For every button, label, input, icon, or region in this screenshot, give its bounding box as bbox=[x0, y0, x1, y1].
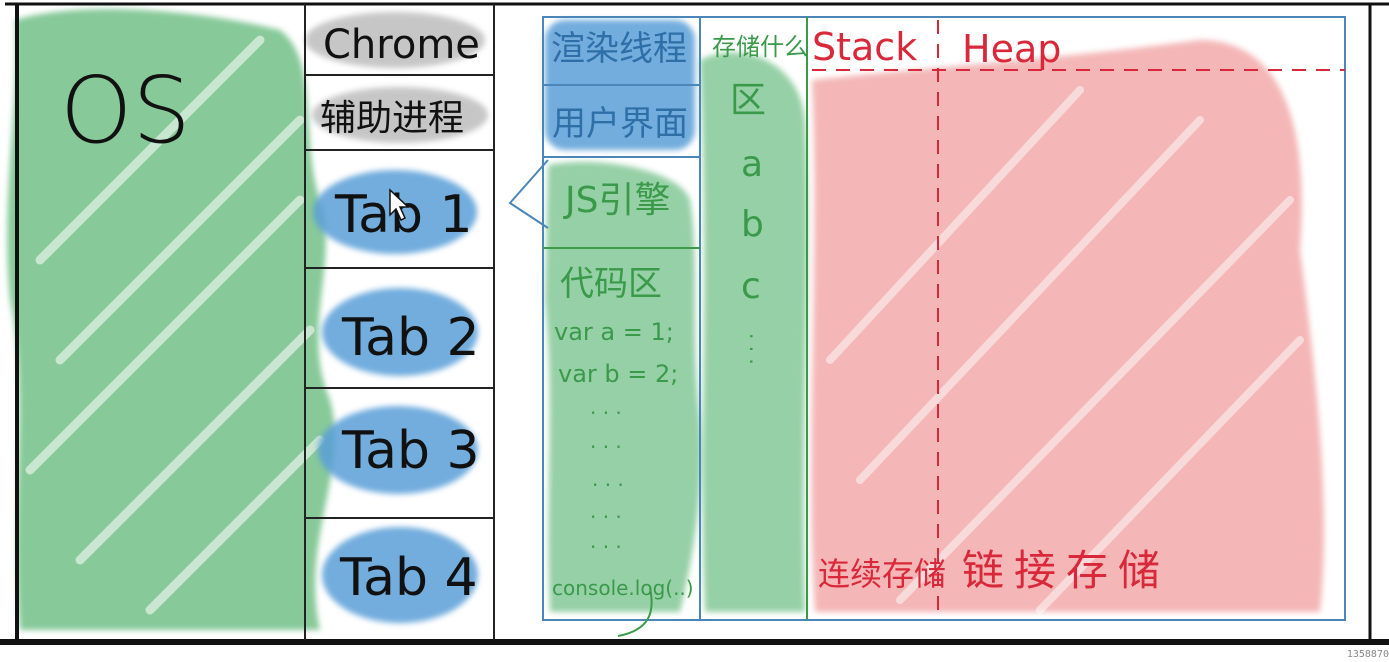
os-wash-streaks bbox=[25, 35, 325, 615]
tab-4-label[interactable]: Tab 4 bbox=[339, 548, 478, 608]
mouse-pointer-icon bbox=[389, 188, 410, 222]
browser-column-grid bbox=[304, 4, 495, 640]
variable-a: a bbox=[741, 144, 763, 185]
stack-storage-note: 连续存储 bbox=[818, 555, 946, 593]
code-line-2: var b = 2; bbox=[558, 360, 678, 388]
tab-blue-washes bbox=[313, 170, 478, 623]
console-log-label: console.log(..) bbox=[552, 576, 694, 600]
stack-label: Stack bbox=[812, 25, 917, 69]
memory-red-wash bbox=[811, 40, 1324, 612]
chrome-gray-wash bbox=[305, 12, 488, 143]
heap-storage-note: 链接存储 bbox=[962, 546, 1170, 595]
renderer-green-wash bbox=[545, 161, 701, 612]
renderer-process-box bbox=[542, 16, 1346, 621]
code-line-1: var a = 1; bbox=[554, 318, 674, 346]
variable-b: b bbox=[741, 204, 764, 245]
memory-wash-streaks bbox=[826, 86, 1304, 614]
os-label: OS bbox=[60, 57, 191, 164]
heap-label: Heap bbox=[962, 27, 1061, 71]
chrome-label: Chrome bbox=[323, 22, 480, 68]
variables-more: . . . bbox=[745, 333, 769, 365]
variables-green-wash bbox=[700, 52, 808, 612]
variable-c: c bbox=[741, 266, 761, 307]
code-line-7: . . . bbox=[590, 529, 622, 553]
js-engine-label: JS引擎 bbox=[563, 180, 670, 221]
stack-heap-dividers bbox=[812, 20, 1345, 620]
tab-2-label[interactable]: Tab 2 bbox=[341, 308, 480, 368]
code-area-label: 代码区 bbox=[560, 264, 662, 304]
outer-frame bbox=[0, 2, 1389, 645]
code-line-3: . . . bbox=[590, 395, 622, 419]
user-interface-label: 用户界面 bbox=[552, 104, 688, 144]
code-line-6: . . . bbox=[590, 499, 622, 523]
corner-id: 1358870 bbox=[1346, 649, 1389, 660]
green-dividers bbox=[543, 17, 808, 637]
variables-area-label: 区 bbox=[730, 80, 766, 121]
variables-title: 存储什么 bbox=[712, 33, 808, 61]
tab-3-label[interactable]: Tab 3 bbox=[341, 421, 480, 481]
helper-process-label: 辅助进程 bbox=[320, 98, 464, 139]
code-line-4: . . . bbox=[590, 429, 622, 453]
render-thread-label: 渲染线程 bbox=[551, 29, 687, 69]
js-engine-callout bbox=[508, 159, 549, 229]
code-line-5: . . . bbox=[592, 467, 624, 491]
